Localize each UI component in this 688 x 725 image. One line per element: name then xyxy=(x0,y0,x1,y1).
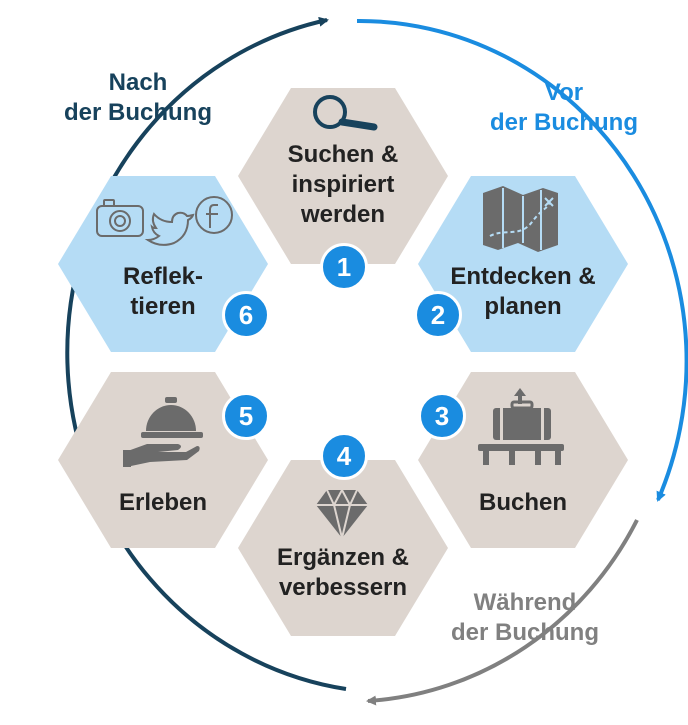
arc-after-booking xyxy=(65,16,347,691)
hexagon-step-3 xyxy=(418,372,628,548)
phase-after-line2: der Buchung xyxy=(64,99,212,126)
phase-during-line2: der Buchung xyxy=(451,619,599,646)
facebook-icon xyxy=(195,196,233,234)
step-4-line2: verbessern xyxy=(278,574,408,601)
diamond-icon xyxy=(316,487,368,539)
step-3-label: Buchen xyxy=(438,488,608,518)
step-1-line3: werden xyxy=(300,201,386,228)
step-5-label: Erleben xyxy=(78,488,248,518)
step-2-number-badge: 2 xyxy=(414,291,462,339)
arc-during-booking xyxy=(366,519,639,706)
step-5-line1: Erleben xyxy=(118,489,208,516)
camera-icon xyxy=(96,199,144,237)
step-6-number-badge: 6 xyxy=(222,291,270,339)
step-2-line1: Entdecken & xyxy=(450,263,596,290)
bird-icon xyxy=(144,211,195,246)
phase-label-before-booking: Vor der Buchung xyxy=(490,78,638,138)
phase-label-during-booking: Während der Buchung xyxy=(451,588,599,648)
arc-before-booking xyxy=(356,18,688,502)
step-1-line2: inspiriert xyxy=(291,171,395,198)
step-2-line2: planen xyxy=(484,293,562,320)
cloche-icon xyxy=(123,397,203,467)
step-4-label: Ergänzen & verbessern xyxy=(258,543,428,603)
step-4-line1: Ergänzen & xyxy=(276,544,410,571)
step-4-number-badge: 4 xyxy=(320,432,368,480)
step-1-label: Suchen & inspiriert werden xyxy=(258,140,428,230)
step-5-number-badge: 5 xyxy=(222,392,270,440)
step-3-number-badge: 3 xyxy=(418,392,466,440)
hexagon-step-2 xyxy=(418,176,628,352)
hexagon-step-4 xyxy=(238,460,448,636)
step-1-line1: Suchen & xyxy=(287,141,399,168)
luggage-conveyor-icon xyxy=(478,388,564,465)
phase-during-line1: Während xyxy=(473,589,577,616)
step-1-number-badge: 1 xyxy=(320,243,368,291)
step-6-line1: Reflek- xyxy=(122,263,204,290)
step-6-label: Reflek- tieren xyxy=(78,262,248,322)
map-icon xyxy=(483,186,558,252)
step-2-label: Entdecken & planen xyxy=(438,262,608,322)
hexagon-step-1 xyxy=(238,88,448,264)
phase-label-after-booking: Nach der Buchung xyxy=(64,68,212,128)
phase-after-line1: Nach xyxy=(108,69,168,96)
social-media-icons xyxy=(96,196,233,246)
step-3-line1: Buchen xyxy=(478,489,567,516)
phase-before-line1: Vor xyxy=(544,79,584,106)
step-6-line2: tieren xyxy=(130,293,196,320)
phase-before-line2: der Buchung xyxy=(490,109,638,136)
magnifier-icon xyxy=(313,95,378,131)
